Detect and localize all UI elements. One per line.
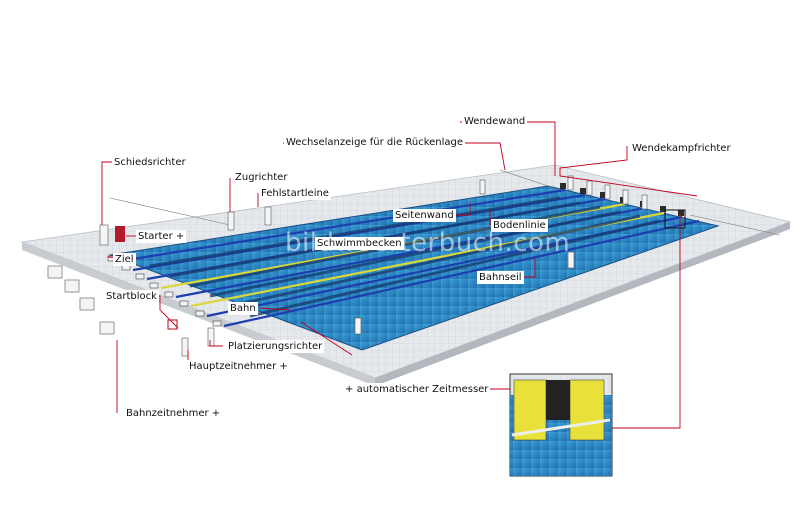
deck-edge-right [375, 222, 790, 386]
label-ziel: Ziel [113, 253, 136, 266]
label-wendekampfrichter: Wendekampfrichter [630, 142, 733, 155]
inset-marker [664, 209, 686, 229]
lane-rope [223, 219, 700, 328]
label-zugrichter: Zugrichter [233, 171, 290, 184]
label-bahnzeitnehmer: Bahnzeitnehmer + [124, 407, 223, 420]
timing-pad-inset [509, 373, 613, 477]
backstroke-flags [109, 169, 781, 236]
plus-marker: + [211, 408, 221, 419]
label-schiedsrichter: Schiedsrichter [112, 156, 188, 169]
referee-figure [99, 224, 109, 246]
starter-text: Starter [138, 231, 173, 242]
label-bodenlinie: Bodenlinie [491, 219, 548, 232]
label-schwimmbecken: Schwimmbecken [315, 237, 404, 250]
label-hauptzeitnehmer: Hauptzeitnehmer + [187, 360, 290, 373]
plus-marker: + [279, 361, 288, 372]
bahnzeitnehmer-text: Bahnzeitnehmer [126, 408, 209, 419]
label-fehlstartleine: Fehlstartleine [259, 187, 331, 200]
label-starter: Starter + [136, 230, 187, 243]
plus-marker: + [345, 384, 354, 395]
starter-stand [115, 226, 125, 242]
label-startblock: Startblock [104, 290, 159, 303]
label-bahn: Bahn [228, 302, 258, 315]
officials [47, 175, 648, 357]
label-bahnseil: Bahnseil [477, 271, 524, 284]
hauptzeitnehmer-text: Hauptzeitnehmer [189, 361, 277, 372]
label-seitenwand: Seitenwand [393, 209, 456, 222]
lane-rope [119, 188, 566, 263]
label-platzierungsrichter: Platzierungsrichter [226, 340, 325, 353]
automatischer-zeitmesser-text: automatischer Zeitmesser [356, 384, 489, 395]
plus-marker: + [175, 231, 185, 242]
stroke-judge-figure [227, 211, 235, 231]
startblock-marker [167, 319, 178, 330]
label-wendewand: Wendewand [462, 115, 528, 128]
label-wechselanzeige: Wechselanzeige für die Rückenlage [284, 136, 466, 149]
label-automatischer-zeitmesser: + automatischer Zeitmesser [343, 383, 491, 396]
